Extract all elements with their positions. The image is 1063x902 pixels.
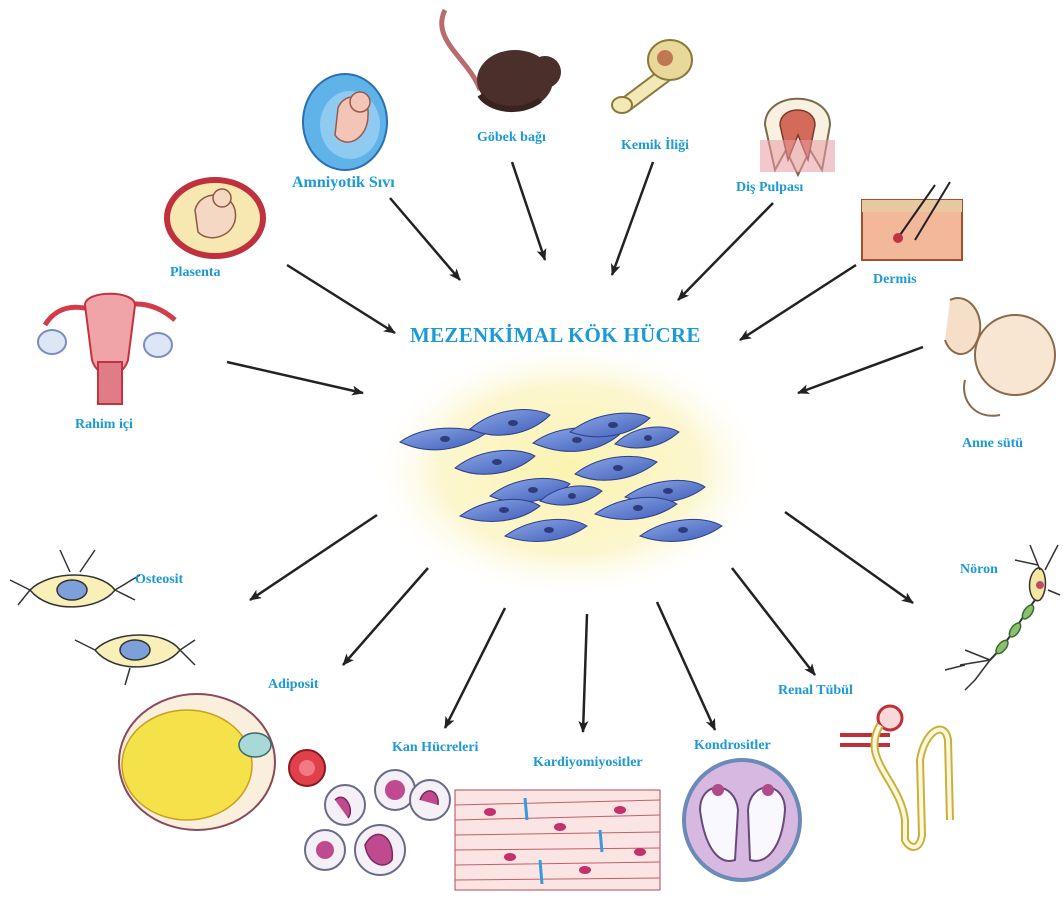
diagram-title: MEZENKİMAL KÖK HÜCRE [410, 323, 701, 348]
arrow-dis [678, 203, 773, 300]
arrow-osteosit [250, 515, 377, 600]
label-anne: Anne sütü [962, 437, 1023, 451]
label-gobek: Göbek bağı [477, 131, 546, 145]
arrow-gobek [512, 162, 545, 260]
arrow-kemik [612, 162, 653, 275]
amniotic-illustration [303, 74, 387, 170]
arrow-kan [445, 608, 505, 728]
arrow-renal [732, 568, 815, 675]
label-adiposit: Adiposit [268, 678, 319, 692]
label-noron: Nöron [960, 563, 998, 577]
dermis-illustration [862, 182, 962, 260]
label-osteosit: Osteosit [135, 573, 183, 587]
renal-tubule-illustration [840, 706, 950, 847]
adipocyte-illustration [119, 694, 275, 830]
arrow-rahim [227, 362, 363, 393]
tooth-illustration [760, 99, 835, 175]
label-dermis: Dermis [873, 273, 917, 287]
blood-cells-illustration [289, 750, 450, 875]
placenta-illustration [167, 180, 263, 256]
arrow-adiposit [343, 568, 428, 665]
label-plasenta: Plasenta [170, 266, 221, 280]
cardiomyocytes-illustration [455, 790, 660, 890]
label-kondro: Kondrositler [694, 739, 771, 753]
arrow-dermis [740, 265, 856, 340]
arrow-amniyotik [390, 198, 460, 280]
central-glow [370, 340, 770, 600]
osteocyte-illustration [10, 550, 195, 685]
umbilical-cord-illustration [442, 10, 561, 110]
bone-marrow-illustration [612, 40, 692, 113]
chondrocytes-illustration [684, 760, 800, 880]
label-kan: Kan Hücreleri [392, 741, 478, 755]
label-rahim: Rahim içi [75, 418, 133, 432]
arrow-kondro [657, 602, 715, 730]
label-renal: Renal Tübül [778, 684, 853, 698]
arrow-anne [798, 347, 923, 393]
uterus-illustration [38, 294, 175, 404]
label-kardiyo: Kardiyomiyositler [533, 756, 643, 770]
label-dis: Diş Pulpası [736, 181, 803, 195]
label-amniyotik: Amniyotik Sıvı [292, 175, 395, 191]
label-kemik: Kemik İliği [621, 139, 689, 153]
arrow-noron [785, 512, 913, 603]
breastfeeding-illustration [945, 298, 1055, 416]
arrow-kardiyo [583, 614, 587, 732]
arrow-plasenta [287, 265, 395, 333]
